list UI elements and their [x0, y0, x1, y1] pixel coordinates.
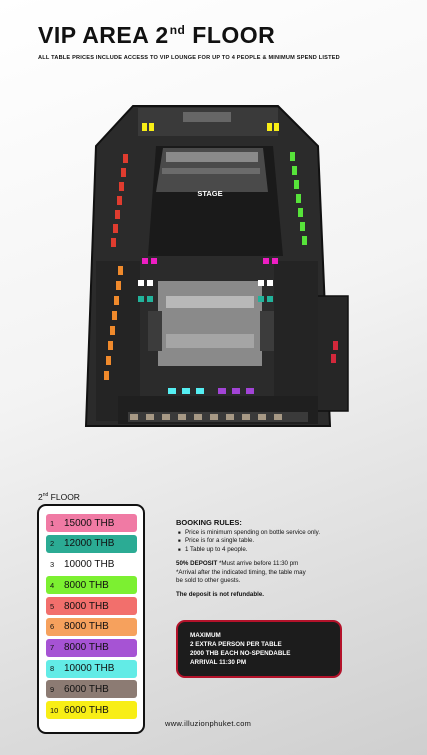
- rule-item: Price is minimum spending on bottle serv…: [178, 529, 396, 537]
- vip-tables: [104, 123, 338, 420]
- booking-rules-heading: BOOKING RULES:: [176, 518, 242, 527]
- price-list-label: 2nd FLOOR: [38, 492, 80, 502]
- stage-label: STAGE: [197, 189, 222, 198]
- extra-person-notice: MAXIMUM 2 EXTRA PERSON PER TABLE 2000 TH…: [176, 620, 342, 678]
- page-subtitle: ALL TABLE PRICES INCLUDE ACCESS TO VIP L…: [38, 55, 340, 61]
- deposit-rule: 50% DEPOSIT *Must arrive before 11:30 pm: [176, 560, 299, 568]
- lounge-center: [158, 281, 262, 366]
- booking-rules: BOOKING RULES: Price is minimum spending…: [176, 518, 396, 600]
- page-title: VIP AREA 2nd FLOOR: [38, 22, 276, 48]
- rule-item: 1 Table up to 4 people.: [178, 546, 396, 554]
- website-link[interactable]: www.illuzionphuket.com: [165, 719, 252, 728]
- dj-booth: [183, 112, 231, 122]
- floor-plan-map: STAGE: [84, 105, 349, 427]
- rule-item: Price is for a single table.: [178, 537, 396, 545]
- refund-rule: The deposit is not refundable.: [176, 591, 265, 599]
- building-annex: [315, 295, 349, 412]
- arrival-rule-2: be sold to other guests.: [176, 576, 241, 584]
- arrival-rule-1: *Arrival after the indicated timing, the…: [176, 568, 306, 576]
